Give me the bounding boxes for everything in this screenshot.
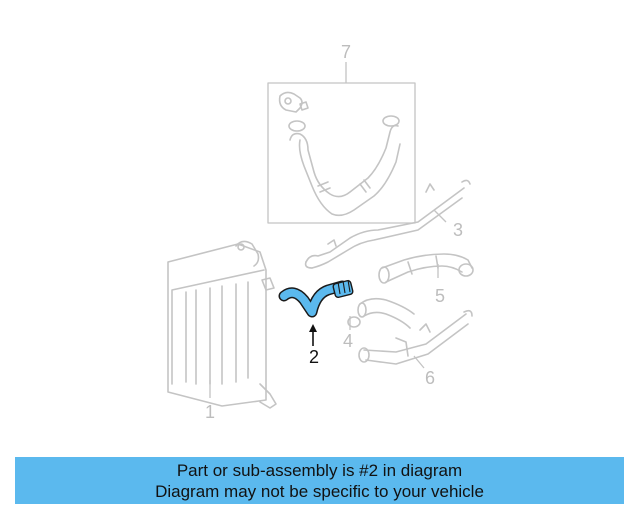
leader-2-arrow	[309, 324, 317, 332]
part-3-water-pipe	[304, 179, 471, 269]
callout-4: 4	[343, 331, 353, 351]
part-7-hose-assembly	[267, 82, 416, 224]
callout-3: 3	[453, 220, 463, 240]
part-4-small-hose	[347, 297, 415, 329]
banner-line-part-info: Part or sub-assembly is #2 in diagram	[176, 460, 463, 480]
part-6-pipe	[358, 309, 473, 365]
callout-1: 1	[205, 402, 215, 422]
callout-6: 6	[425, 368, 435, 388]
callout-5: 5	[435, 286, 445, 306]
callout-2: 2	[309, 347, 319, 367]
part-1-radiator	[167, 240, 277, 409]
banner-line-disclaimer: Diagram may not be specific to your vehi…	[155, 481, 484, 501]
part-2-radiator-hose	[278, 279, 354, 318]
part-5-hose	[378, 253, 474, 284]
callout-7: 7	[341, 42, 351, 62]
parts-diagram: 7 3 5 4 6 1 2	[167, 42, 474, 422]
leader-6	[413, 355, 425, 369]
info-banner: Part or sub-assembly is #2 in diagram Di…	[15, 457, 624, 504]
leader-3	[433, 209, 447, 223]
